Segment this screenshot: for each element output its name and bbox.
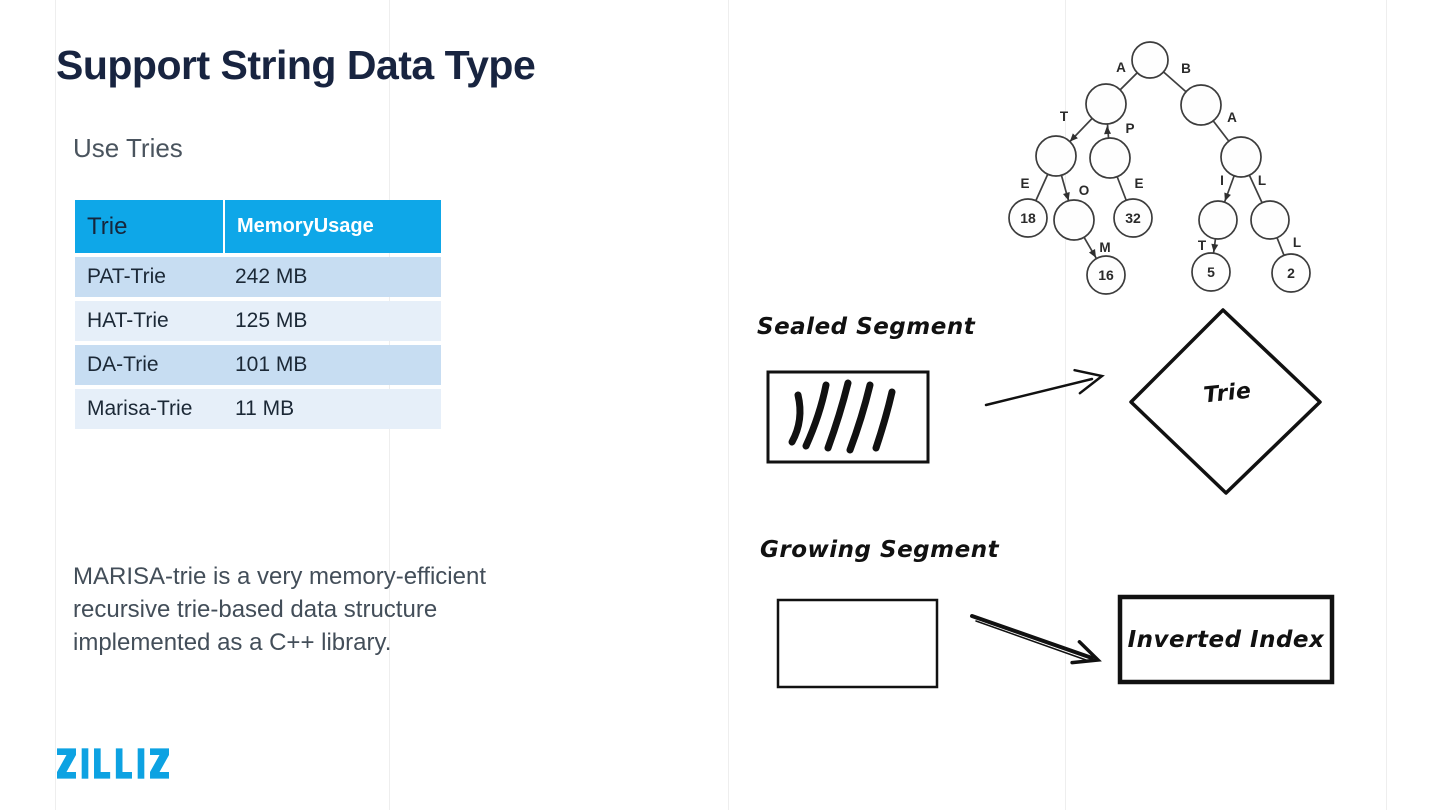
edge-label: A bbox=[1227, 110, 1237, 125]
sealed-segment-label: Sealed Segment bbox=[757, 314, 976, 340]
edge-label: M bbox=[1099, 240, 1110, 255]
edge-label: L bbox=[1293, 235, 1301, 250]
leaf-value: 18 bbox=[1020, 210, 1036, 226]
page-title: Support String Data Type bbox=[56, 42, 536, 88]
table-row: Marisa-Trie 11 MB bbox=[75, 389, 441, 429]
table-row: HAT-Trie 125 MB bbox=[75, 301, 441, 341]
table-row: PAT-Trie 242 MB bbox=[75, 257, 441, 297]
edge-label: T bbox=[1198, 238, 1207, 253]
table-row: DA-Trie 101 MB bbox=[75, 345, 441, 385]
edge-label: E bbox=[1134, 176, 1143, 191]
inverted-index-label: Inverted Index bbox=[1127, 626, 1325, 653]
tree-leaf-values: 18 32 16 5 2 bbox=[1020, 210, 1295, 283]
edge-label: L bbox=[1258, 173, 1266, 188]
arrow-sealed-to-trie bbox=[984, 368, 1105, 407]
column-header-memory-usage: MemoryUsage bbox=[223, 200, 441, 253]
edge-label: O bbox=[1079, 183, 1090, 198]
growing-segment-label: Growing Segment bbox=[760, 537, 1000, 563]
cell-memory-value: 242 MB bbox=[235, 265, 308, 288]
tree-edge-labels: A B T P A E O E I L M T L bbox=[1020, 60, 1301, 255]
trie-tree-diagram: A B T P A E O E I L M T L 18 32 16 5 2 bbox=[1008, 41, 1311, 295]
trie-diamond bbox=[1129, 308, 1322, 495]
edge-label: E bbox=[1020, 176, 1029, 191]
grid-line bbox=[728, 0, 729, 810]
cell-trie-name: PAT-Trie bbox=[87, 265, 166, 288]
subtitle: Use Tries bbox=[73, 133, 183, 163]
edge-label: I bbox=[1220, 173, 1224, 188]
growing-segment-box bbox=[776, 598, 939, 689]
cell-memory-value: 11 MB bbox=[235, 397, 295, 420]
arrow-growing-to-inverted-index bbox=[970, 614, 1102, 665]
cell-trie-name: DA-Trie bbox=[87, 353, 159, 376]
inverted-index-box bbox=[1117, 594, 1335, 685]
edge-label: T bbox=[1060, 109, 1069, 124]
leaf-value: 32 bbox=[1125, 210, 1141, 226]
column-header-trie: Trie bbox=[87, 212, 128, 240]
cell-memory-value: 101 MB bbox=[235, 353, 308, 376]
edge-label: B bbox=[1181, 61, 1191, 76]
grid-line bbox=[55, 0, 56, 810]
sealed-segment-box bbox=[766, 370, 930, 464]
memory-usage-table: Trie MemoryUsage PAT-Trie 242 MB HAT-Tri… bbox=[75, 200, 441, 429]
cell-trie-name: Marisa-Trie bbox=[87, 397, 193, 420]
grid-line bbox=[1386, 0, 1387, 810]
edge-label: P bbox=[1125, 121, 1134, 136]
zilliz-logo-icon bbox=[57, 748, 169, 779]
table-header-row: Trie MemoryUsage bbox=[75, 200, 441, 253]
sealed-segment-hatching bbox=[788, 379, 896, 454]
leaf-value: 16 bbox=[1098, 267, 1114, 283]
cell-trie-name: HAT-Trie bbox=[87, 309, 169, 332]
body-paragraph: MARISA-trie is a very memory-efficient r… bbox=[73, 563, 486, 656]
edge-label: A bbox=[1116, 60, 1126, 75]
tree-edge-arrowheads bbox=[1063, 126, 1231, 258]
leaf-value: 5 bbox=[1207, 264, 1215, 280]
cell-memory-value: 125 MB bbox=[235, 309, 308, 332]
tree-nodes bbox=[1008, 41, 1311, 295]
leaf-value: 2 bbox=[1287, 265, 1295, 281]
grid-line bbox=[1065, 0, 1066, 810]
segment-flow-sketch bbox=[766, 308, 1335, 689]
